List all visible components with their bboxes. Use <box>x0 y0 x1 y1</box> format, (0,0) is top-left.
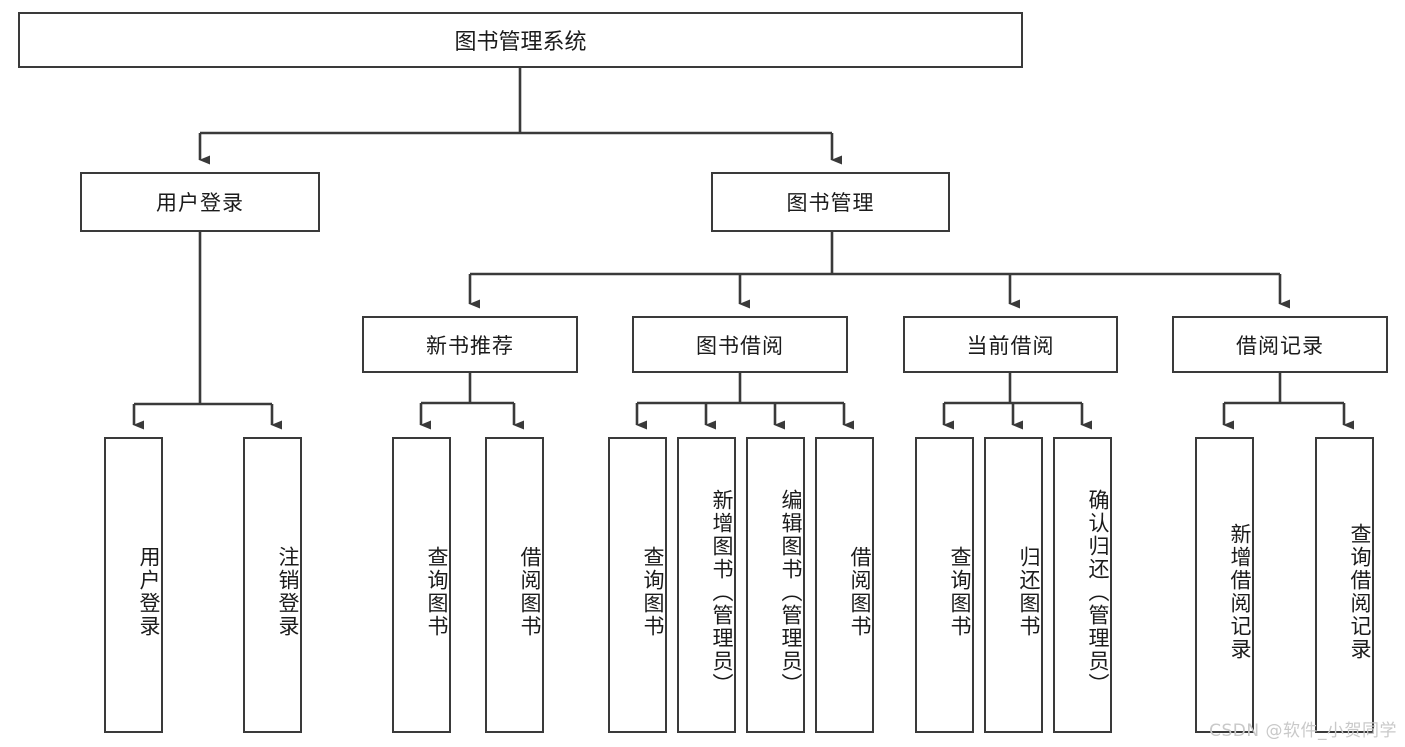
leaf-query-book-2-label: 查询图书 <box>641 546 665 638</box>
node-current-borrow[interactable]: 当前借阅 <box>903 316 1118 373</box>
leaf-add-book-label: 新增图书（管理员） <box>710 488 734 696</box>
node-book-borrow[interactable]: 图书借阅 <box>632 316 848 373</box>
leaf-confirm-return-label: 确认归还（管理员） <box>1086 488 1110 696</box>
leaf-query-book-2[interactable]: 查询图书 <box>608 437 667 733</box>
leaf-edit-book[interactable]: 编辑图书（管理员） <box>746 437 805 733</box>
node-new-book-rec[interactable]: 新书推荐 <box>362 316 578 373</box>
leaf-borrow-book-1-label: 借阅图书 <box>518 546 542 638</box>
node-user-login-label: 用户登录 <box>156 191 244 215</box>
leaf-borrow-book-1[interactable]: 借阅图书 <box>485 437 544 733</box>
leaf-logout-label: 注销登录 <box>276 546 300 638</box>
leaf-borrow-book-2[interactable]: 借阅图书 <box>815 437 874 733</box>
leaf-return-book-label: 归还图书 <box>1017 546 1041 638</box>
node-root[interactable]: 图书管理系统 <box>18 12 1023 68</box>
leaf-query-record-label: 查询借阅记录 <box>1348 523 1372 661</box>
leaf-borrow-book-2-label: 借阅图书 <box>848 546 872 638</box>
leaf-user-login-label: 用户登录 <box>137 546 161 638</box>
leaf-query-record[interactable]: 查询借阅记录 <box>1315 437 1374 733</box>
csdn-watermark: CSDN @软件_小贺同学 <box>1209 721 1397 741</box>
leaf-query-book-1[interactable]: 查询图书 <box>392 437 451 733</box>
leaf-query-book-3[interactable]: 查询图书 <box>915 437 974 733</box>
leaf-confirm-return[interactable]: 确认归还（管理员） <box>1053 437 1112 733</box>
node-book-manage-label: 图书管理 <box>786 191 875 215</box>
leaf-query-book-3-label: 查询图书 <box>948 546 972 638</box>
node-borrow-record-label: 借阅记录 <box>1236 333 1324 358</box>
leaf-add-book[interactable]: 新增图书（管理员） <box>677 437 736 733</box>
node-book-manage[interactable]: 图书管理 <box>711 172 950 232</box>
node-book-borrow-label: 图书借阅 <box>696 333 784 358</box>
leaf-return-book[interactable]: 归还图书 <box>984 437 1043 733</box>
leaf-query-book-1-label: 查询图书 <box>425 546 449 638</box>
leaf-user-login[interactable]: 用户登录 <box>104 437 163 733</box>
node-new-book-rec-label: 新书推荐 <box>426 333 514 358</box>
node-user-login[interactable]: 用户登录 <box>80 172 320 232</box>
leaf-add-record-label: 新增借阅记录 <box>1228 523 1252 661</box>
leaf-edit-book-label: 编辑图书（管理员） <box>779 488 803 696</box>
leaf-add-record[interactable]: 新增借阅记录 <box>1195 437 1254 733</box>
node-borrow-record[interactable]: 借阅记录 <box>1172 316 1388 373</box>
node-root-label: 图书管理系统 <box>454 30 587 55</box>
leaf-logout[interactable]: 注销登录 <box>243 437 302 733</box>
node-current-borrow-label: 当前借阅 <box>966 333 1055 358</box>
